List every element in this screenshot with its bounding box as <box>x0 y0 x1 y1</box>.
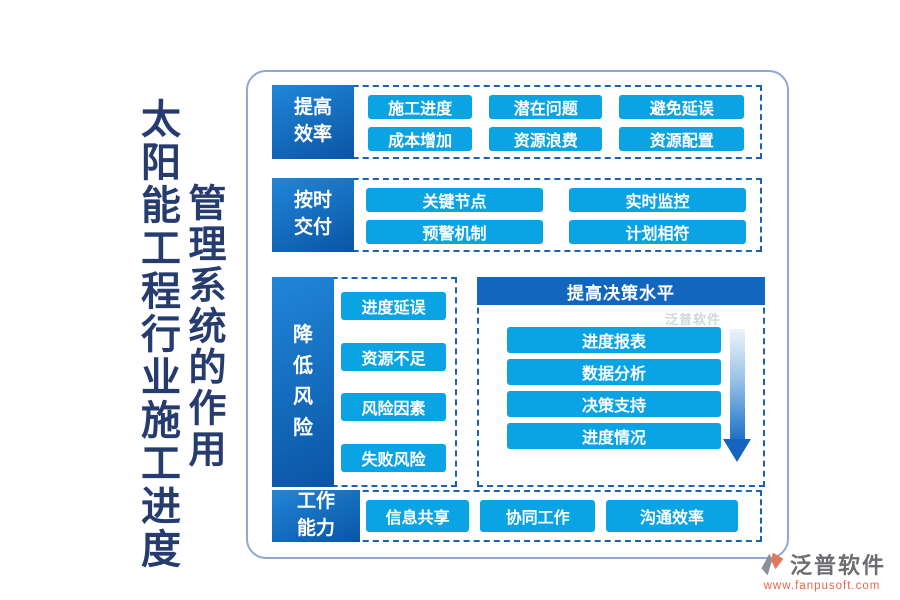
risk-item: 风险因素 <box>341 393 446 422</box>
brand-name: 泛普软件 <box>789 553 886 578</box>
section-efficiency: 提高效率 施工进度 潜在问题 避免延误 成本增加 资源浪费 资源配置 <box>272 85 762 159</box>
efficiency-item: 避免延误 <box>619 95 744 119</box>
delivery-item: 计划相符 <box>569 220 746 244</box>
brand-website: www.fanpusoft.com <box>763 580 881 592</box>
section-risk: 降低风险 进度延误 资源不足 风险因素 失败风险 <box>272 277 457 487</box>
delivery-item: 关键节点 <box>366 188 543 212</box>
efficiency-item: 资源浪费 <box>489 127 603 151</box>
decision-header: 提高决策水平 <box>477 277 765 305</box>
section-decision: 提高决策水平 泛普软件 进度报表 数据分析 决策支持 进度情况 <box>477 277 765 487</box>
section-capability: 工作能力 信息共享 协同工作 沟通效率 <box>272 490 762 542</box>
efficiency-label: 提高效率 <box>272 85 354 159</box>
delivery-label: 按时交付 <box>272 178 354 252</box>
page-title-line1: 太阳能工程行业施工进度 <box>135 98 179 571</box>
capability-label: 工作能力 <box>272 490 360 542</box>
page-title-line2: 管理系统的作用 <box>182 183 224 470</box>
efficiency-item: 成本增加 <box>368 127 473 151</box>
delivery-item: 预警机制 <box>366 220 543 244</box>
watermark: 泛普软件 <box>664 312 721 327</box>
capability-item: 协同工作 <box>480 500 596 532</box>
risk-item: 进度延误 <box>341 292 446 320</box>
risk-item: 失败风险 <box>341 443 446 472</box>
efficiency-label-text: 提高效率 <box>293 97 332 145</box>
delivery-items: 关键节点 实时监控 预警机制 计划相符 <box>352 180 760 250</box>
delivery-item: 实时监控 <box>569 188 746 212</box>
risk-label: 降低风险 <box>272 277 334 487</box>
fanpu-logo-icon <box>758 550 786 578</box>
efficiency-item: 施工进度 <box>368 95 473 119</box>
risk-items: 进度延误 资源不足 风险因素 失败风险 <box>332 279 455 485</box>
efficiency-item: 资源配置 <box>619 127 744 151</box>
risk-label-text: 降低风险 <box>293 324 313 439</box>
brand-block: 泛普软件 www.fanpusoft.com <box>758 548 886 592</box>
section-delivery: 按时交付 关键节点 实时监控 预警机制 计划相符 <box>272 178 762 252</box>
efficiency-items: 施工进度 潜在问题 避免延误 成本增加 资源浪费 资源配置 <box>352 87 760 157</box>
decision-item: 进度情况 <box>507 423 721 449</box>
capability-label-text: 工作能力 <box>296 491 335 539</box>
decision-item: 数据分析 <box>507 359 721 385</box>
delivery-label-text: 按时交付 <box>293 190 332 238</box>
risk-item: 资源不足 <box>341 342 446 371</box>
down-arrow-icon <box>723 329 751 464</box>
decision-item: 进度报表 <box>507 327 721 353</box>
decision-items: 进度报表 数据分析 决策支持 进度情况 <box>507 327 721 449</box>
capability-item: 沟通效率 <box>606 500 738 532</box>
efficiency-item: 潜在问题 <box>489 95 603 119</box>
decision-item: 决策支持 <box>507 391 721 417</box>
capability-items: 信息共享 协同工作 沟通效率 <box>358 492 760 540</box>
capability-item: 信息共享 <box>366 500 470 532</box>
